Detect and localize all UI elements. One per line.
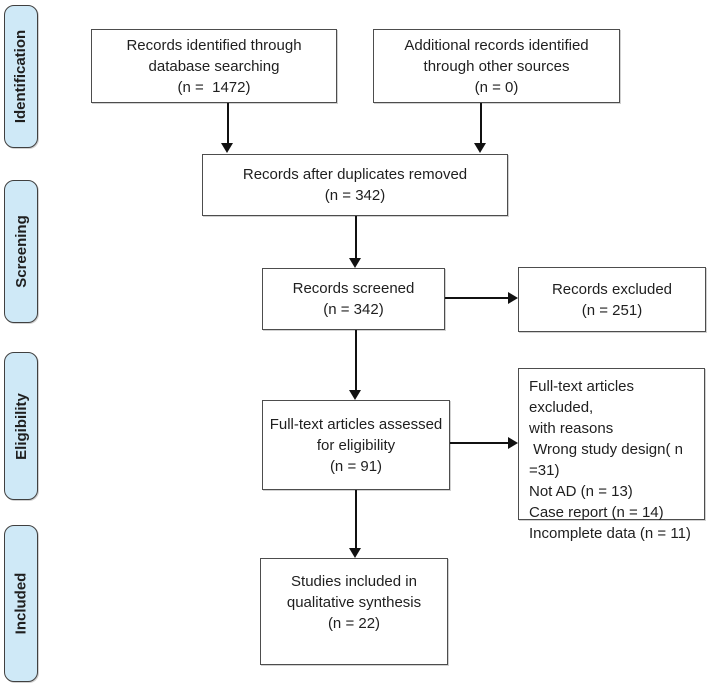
box-fulltext-excluded: Full-text articles excluded, with reason…	[518, 368, 705, 542]
stage-identification: Identification	[4, 5, 38, 148]
box-records-identified: Records identified through database sear…	[91, 29, 337, 103]
stage-included: Included	[4, 525, 38, 682]
box-fulltext-assessed: Full-text articles assessed for eligibil…	[262, 400, 450, 490]
arrow-line	[450, 442, 509, 444]
arrow-line	[480, 103, 482, 145]
stage-eligibility: Eligibility	[4, 352, 38, 500]
box-duplicates-removed: Records after duplicates removed (n = 34…	[202, 154, 508, 216]
arrow-line	[355, 490, 357, 549]
arrow-down-icon	[349, 390, 361, 400]
arrow-down-icon	[221, 143, 233, 153]
stage-screening-label: Screening	[12, 215, 30, 288]
box-additional-records: Additional records identified through ot…	[373, 29, 620, 103]
arrow-down-icon	[349, 548, 361, 558]
arrow-line	[355, 216, 357, 259]
box-studies-included: Studies included in qualitative synthesi…	[260, 558, 448, 665]
arrow-line	[445, 297, 509, 299]
stage-identification-label: Identification	[12, 29, 30, 124]
box-records-excluded: Records excluded (n = 251)	[518, 267, 706, 332]
arrow-right-icon	[508, 437, 518, 449]
arrow-right-icon	[508, 292, 518, 304]
stage-included-label: Included	[12, 572, 30, 635]
arrow-down-icon	[474, 143, 486, 153]
box-records-screened: Records screened (n = 342)	[262, 268, 445, 330]
arrow-line	[227, 103, 229, 145]
arrow-down-icon	[349, 258, 361, 268]
stage-screening: Screening	[4, 180, 38, 323]
arrow-line	[355, 330, 357, 391]
stage-eligibility-label: Eligibility	[12, 392, 30, 460]
